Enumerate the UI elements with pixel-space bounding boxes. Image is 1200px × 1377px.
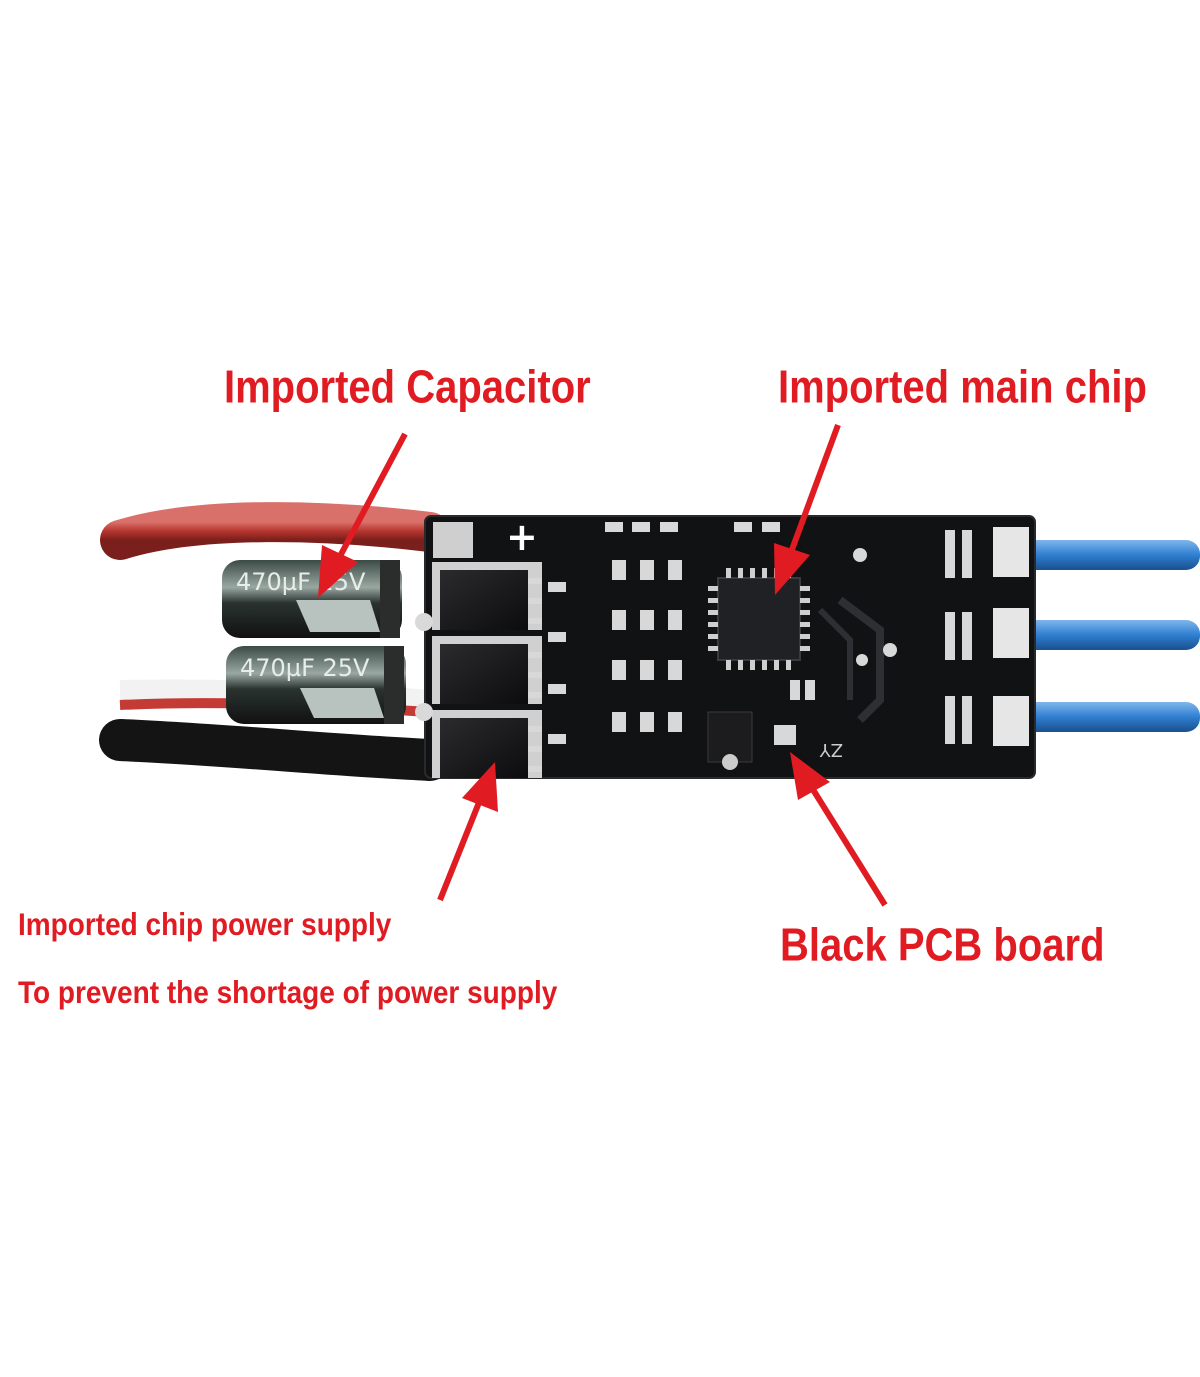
solder-joints xyxy=(415,613,433,721)
voltage-regulator xyxy=(707,711,753,770)
mosfet-array xyxy=(432,562,542,778)
arrow-power-supply xyxy=(437,762,498,902)
smd-components xyxy=(548,522,972,745)
arrow-capacitor xyxy=(318,432,408,598)
red-power-wire xyxy=(100,502,450,560)
blue-motor-wires xyxy=(1015,540,1200,732)
chip-supply-annotation: Imported chip power supply xyxy=(18,907,392,942)
annotation-arrows xyxy=(318,423,888,907)
main-chip xyxy=(708,568,810,670)
main-chip-annotation: Imported main chip xyxy=(778,362,1147,413)
plus-silkscreen: + xyxy=(506,515,538,559)
cap-bottom-marking: 470µF 25V xyxy=(240,654,370,682)
capacitor-top: 470µF 25V xyxy=(222,560,402,638)
capacitor-annotation: Imported Capacitor xyxy=(224,362,591,413)
capacitor-bottom: 470µF 25V xyxy=(226,646,406,724)
prevent-shortage-annotation: To prevent the shortage of power supply xyxy=(18,975,558,1010)
arrow-pcb xyxy=(790,752,888,907)
pcb-annotation: Black PCB board xyxy=(780,920,1105,971)
zy-silkscreen: ZY xyxy=(819,739,843,760)
arrow-main-chip xyxy=(774,423,841,595)
